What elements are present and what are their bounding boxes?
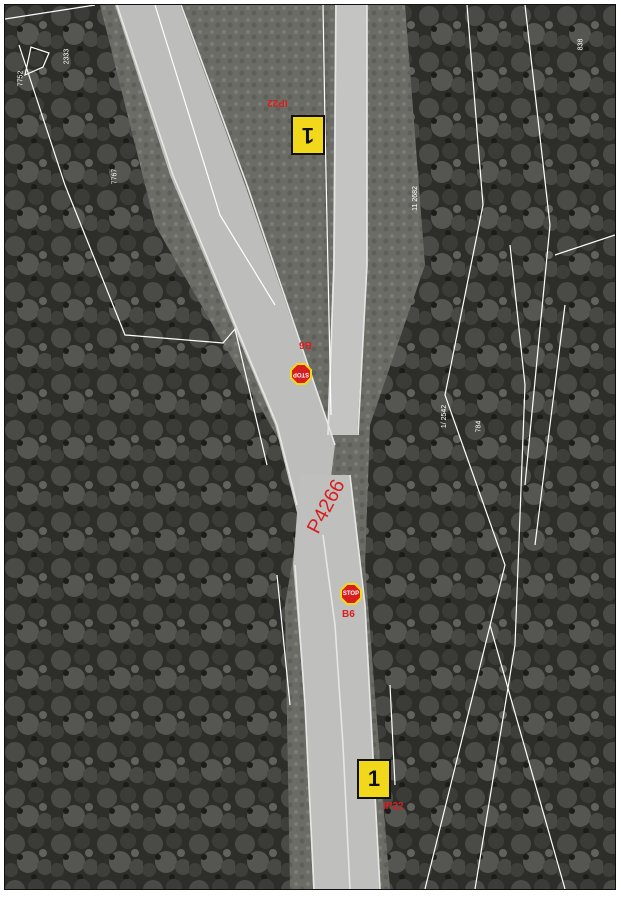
stop-octagon-icon <box>340 583 362 605</box>
stop-sign-lower-code: B6 <box>342 609 355 620</box>
road-sign-bottom: 1 <box>357 759 391 799</box>
road-sign-top: 1 <box>291 115 325 155</box>
stop-sign-upper-code: B6 <box>299 339 312 350</box>
road-sign-top-number: 1 <box>301 123 315 148</box>
parcel-lines <box>5 5 615 889</box>
parcel-label-center: 11 2682 <box>411 186 419 211</box>
parcel-label-right-mid-b: 784 <box>475 420 483 433</box>
map-frame: 1 IP22 1 IP22 STOP B6 STOP B6 P4266 7752… <box>4 4 616 890</box>
road-sign-bottom-code: IP22 <box>383 801 404 812</box>
road-diagonal <box>115 5 335 525</box>
road-sign-bottom-number: 1 <box>367 766 381 791</box>
stop-sign-lower-glyph: STOP <box>342 591 360 597</box>
road-straight <box>327 5 367 435</box>
parcel-label-right-mid: 1/ 2542 <box>441 404 449 429</box>
stop-sign-lower: STOP <box>340 583 362 605</box>
parcel-label-left-mid: 7767 <box>111 168 119 185</box>
parcel-label-top-left-b: 2333 <box>63 48 71 65</box>
parcel-label-top-left: 7752 <box>17 70 25 87</box>
road-sign-top-code: IP22 <box>267 97 288 108</box>
stop-sign-upper-glyph: STOP <box>292 371 310 377</box>
stop-sign-upper: STOP <box>290 363 312 385</box>
stop-octagon-icon <box>290 363 312 385</box>
parcel-label-right-top: 838 <box>577 38 585 51</box>
